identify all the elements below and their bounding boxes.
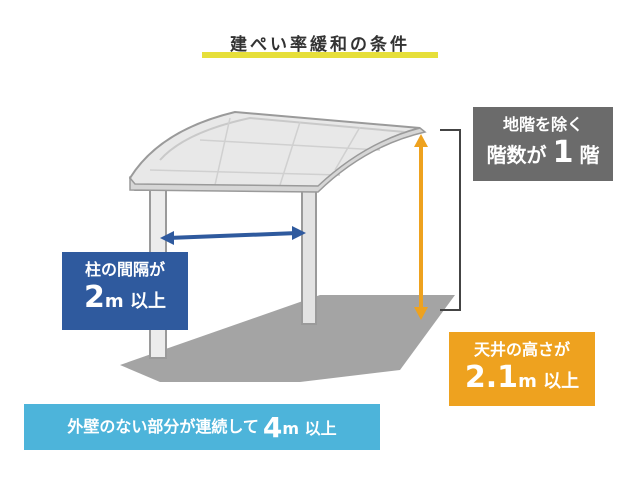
diagram-title: 建ぺい率緩和の条件	[230, 35, 410, 55]
floors-condition-value: 1	[552, 135, 574, 170]
span-condition-unit: m 以上	[104, 291, 166, 312]
floors-condition-line1: 地階を除く	[502, 115, 583, 134]
wall-condition-text: 外壁のない部分が連続して	[67, 417, 259, 436]
span-condition-label: 柱の間隔が 2m 以上	[62, 252, 188, 330]
height-condition-text: 天井の高さが	[473, 340, 570, 359]
carport-roof	[128, 110, 427, 193]
height-condition-unit: m 以上	[518, 371, 580, 392]
height-condition-label: 天井の高さが 2.1m 以上	[449, 332, 595, 406]
height-arrow	[414, 134, 428, 320]
span-condition-text: 柱の間隔が	[84, 260, 165, 279]
wall-condition-unit: m 以上	[282, 419, 337, 438]
title-underline	[202, 52, 438, 58]
floors-condition-prefix: 階数が	[486, 143, 547, 167]
ground-shadow	[120, 295, 455, 382]
span-condition-value: 2	[84, 280, 105, 315]
floors-condition-suffix: 階	[579, 143, 600, 167]
height-condition-value: 2.1	[464, 360, 519, 395]
floors-bracket	[440, 129, 461, 311]
wall-condition-value: 4	[262, 410, 283, 444]
back-post	[301, 181, 317, 325]
span-arrow	[160, 226, 306, 245]
